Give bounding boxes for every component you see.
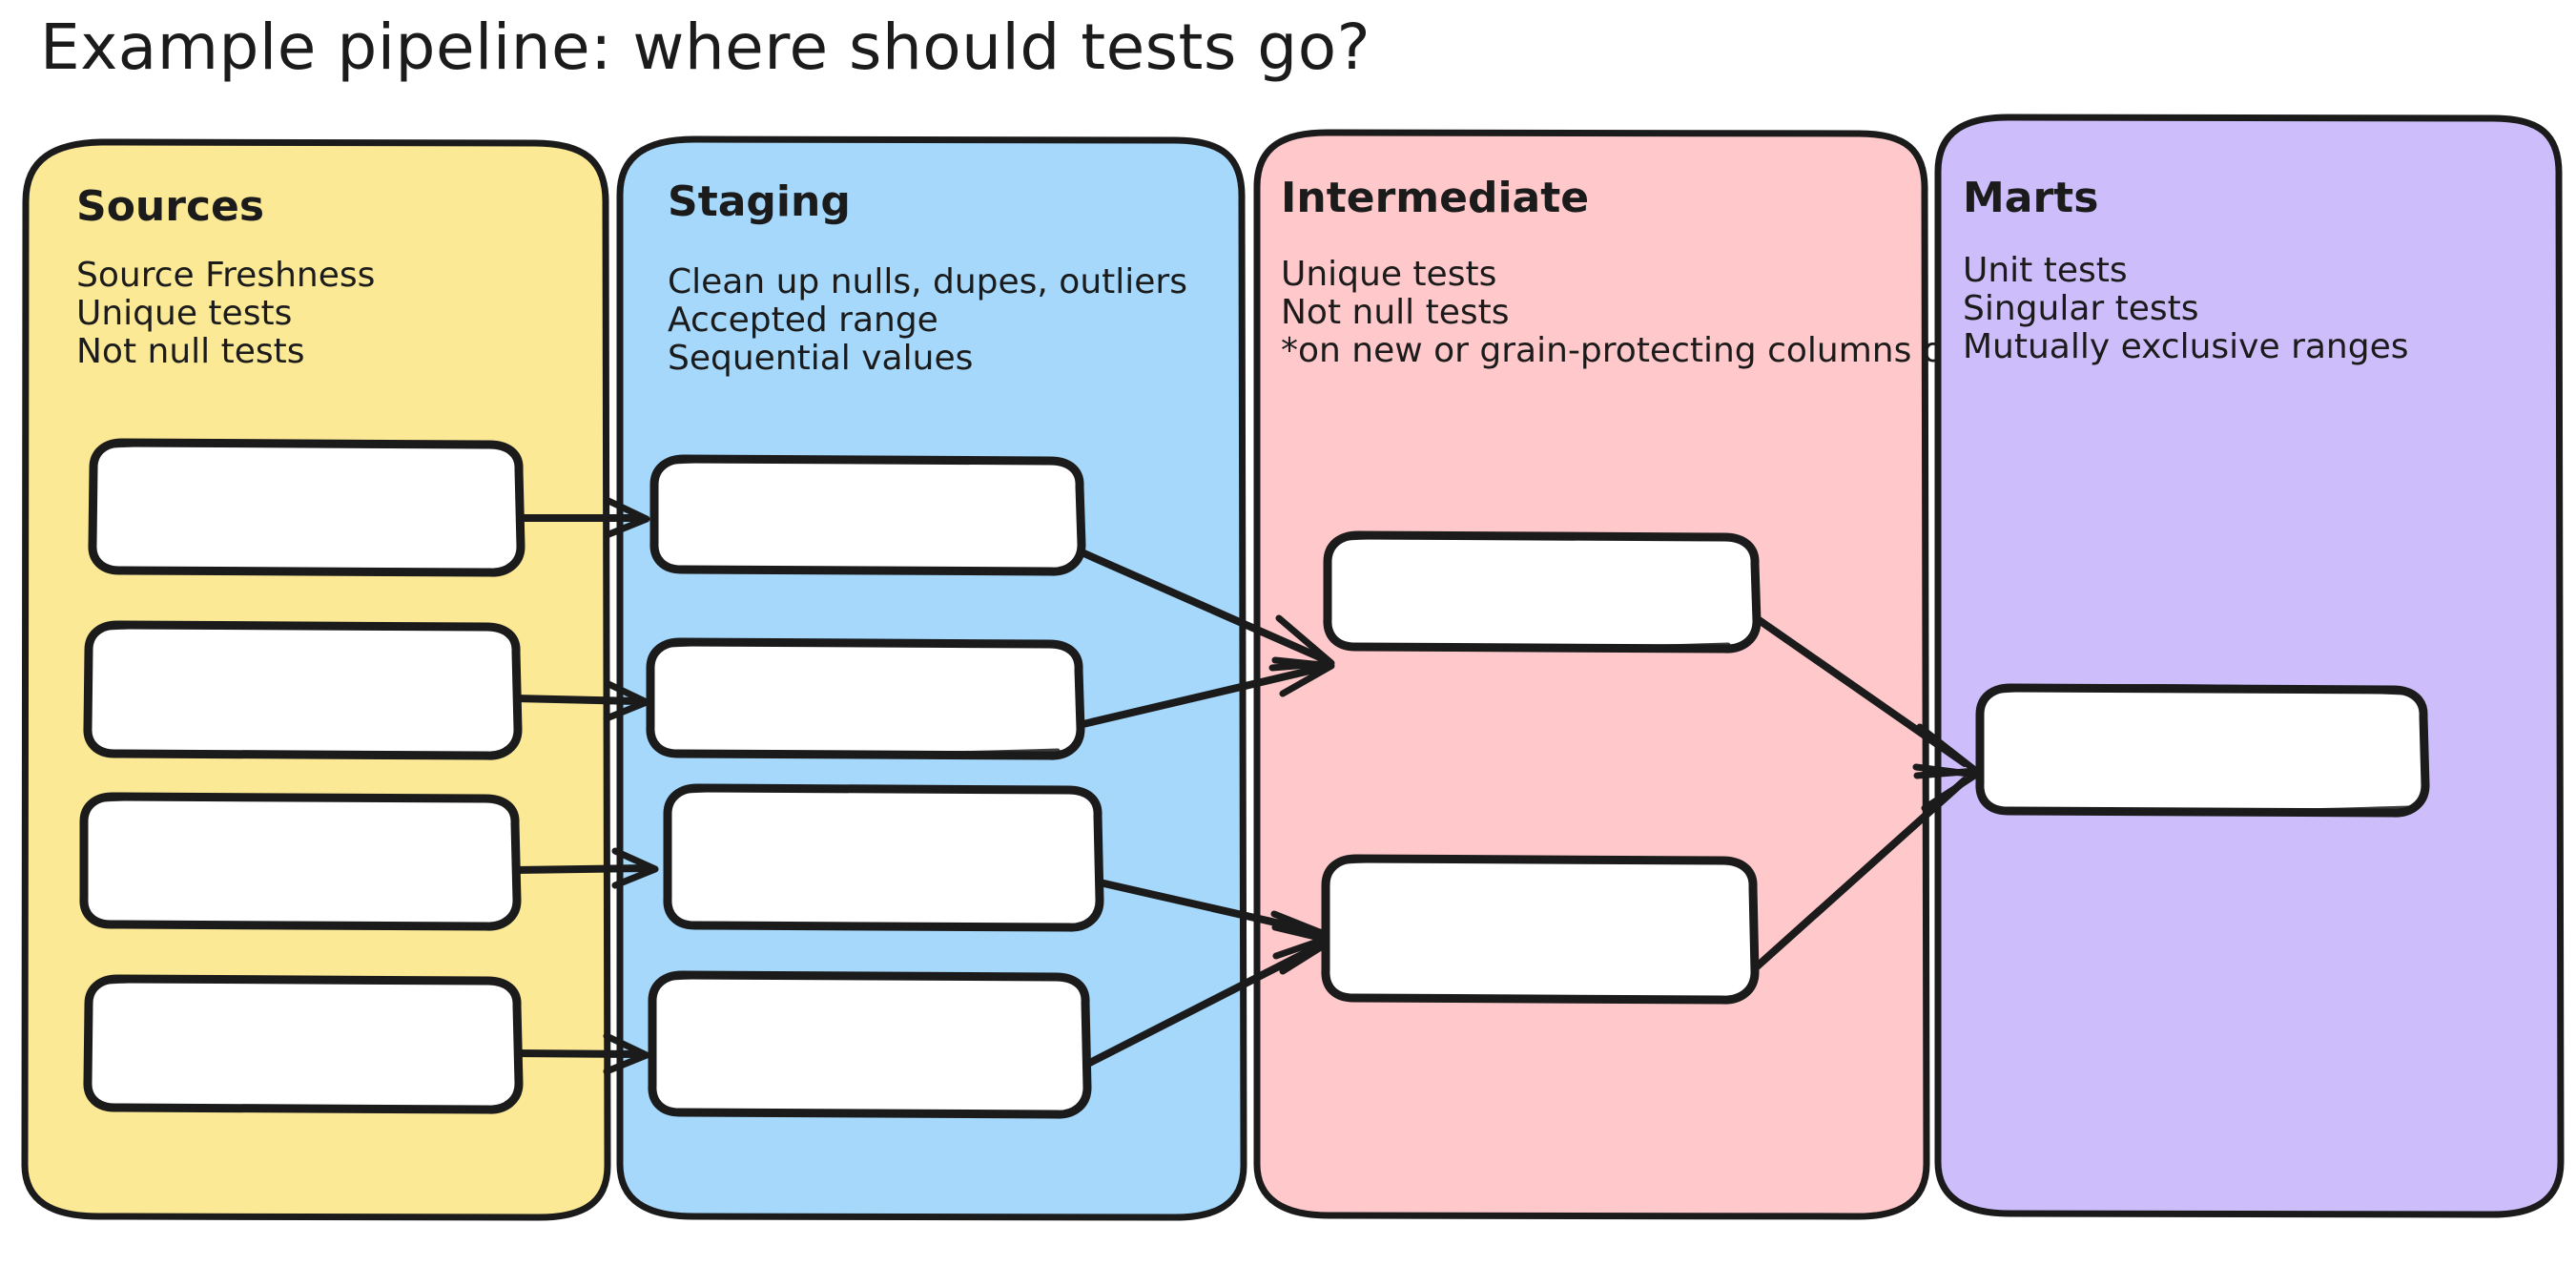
node-group-marts — [1975, 683, 2430, 818]
node-source-2[interactable] — [83, 620, 523, 760]
node-staging-4[interactable] — [648, 970, 1092, 1119]
edge-staging-2-to-intermediate-1 — [1067, 656, 1335, 731]
node-group-staging — [646, 454, 1104, 1119]
page-title: Example pipeline: where should tests go? — [40, 10, 1370, 84]
node-intermediate-2[interactable] — [1321, 854, 1760, 1005]
lane-intermediate: Intermediate Unique tests Not null tests… — [1253, 129, 1995, 1220]
lane-staging-bullet-3: Sequential values — [668, 339, 973, 378]
edge-source-4-to-staging-4 — [511, 1032, 650, 1075]
node-group-sources — [79, 438, 526, 1114]
lane-marts-bullet-1: Unit tests — [1963, 251, 2128, 290]
node-source-1[interactable] — [88, 438, 526, 577]
node-group-intermediate — [1321, 530, 1762, 1005]
node-source-4[interactable] — [83, 974, 524, 1114]
lane-marts-panel — [1934, 114, 2565, 1218]
lane-marts: Marts Unit tests Singular tests Mutually… — [1934, 114, 2565, 1218]
lane-marts-bullet-3: Mutually exclusive ranges — [1963, 327, 2409, 366]
lane-staging-heading: Staging — [668, 177, 851, 226]
node-marts-1[interactable] — [1975, 683, 2430, 818]
lane-staging-bullet-2: Accepted range — [668, 301, 938, 340]
edge-source-3-to-staging-3 — [511, 847, 659, 889]
lane-sources-bullet-2: Unique tests — [76, 294, 292, 333]
lane-intermediate-heading: Intermediate — [1281, 174, 1589, 222]
lane-sources-heading: Sources — [76, 182, 264, 231]
edge-group-staging-to-intermediate — [1067, 544, 1335, 1076]
node-staging-2[interactable] — [646, 637, 1085, 760]
edge-group-sources-to-staging — [511, 496, 659, 1075]
lane-sources-bullet-3: Not null tests — [76, 332, 304, 371]
node-intermediate-1[interactable] — [1323, 530, 1762, 654]
lane-marts-heading: Marts — [1963, 174, 2098, 222]
node-staging-1[interactable] — [649, 454, 1086, 576]
lane-intermediate-bullet-2: Not null tests — [1281, 293, 1509, 332]
lane-intermediate-bullet-3: *on new or grain-protecting columns only — [1281, 331, 1995, 370]
node-staging-3[interactable] — [663, 783, 1104, 932]
lane-marts-bullet-2: Singular tests — [1963, 289, 2199, 328]
lane-staging-bullet-1: Clean up nulls, dupes, outliers — [668, 262, 1187, 301]
lane-sources-bullet-1: Source Freshness — [76, 256, 375, 295]
node-source-3[interactable] — [79, 792, 522, 931]
edge-source-1-to-staging-1 — [514, 496, 650, 539]
lane-intermediate-bullet-1: Unique tests — [1281, 255, 1496, 294]
